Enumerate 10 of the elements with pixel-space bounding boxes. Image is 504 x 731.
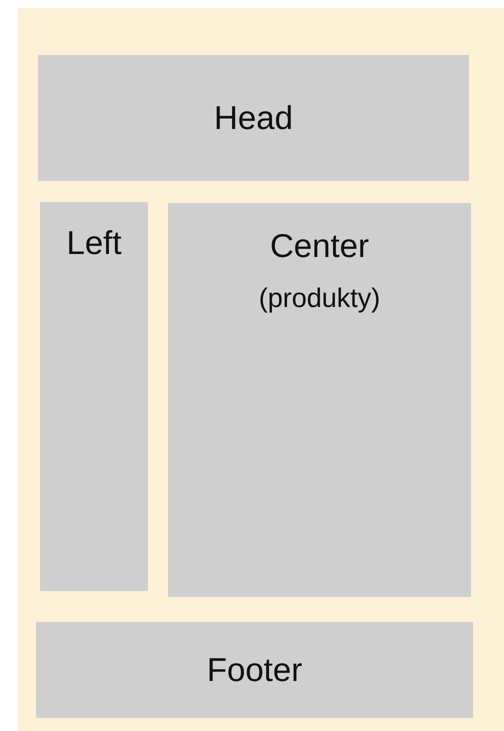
region-title: Footer bbox=[206, 651, 302, 689]
region-subtitle: (produkty) bbox=[258, 283, 380, 314]
page-background bbox=[18, 8, 504, 731]
region-title: Head bbox=[214, 99, 293, 137]
layout-region bbox=[168, 203, 471, 597]
layout-region bbox=[36, 622, 473, 718]
layout-region bbox=[38, 55, 469, 181]
region-title: Center bbox=[270, 227, 370, 265]
region-title: Left bbox=[66, 224, 122, 262]
layout-region bbox=[40, 202, 148, 591]
